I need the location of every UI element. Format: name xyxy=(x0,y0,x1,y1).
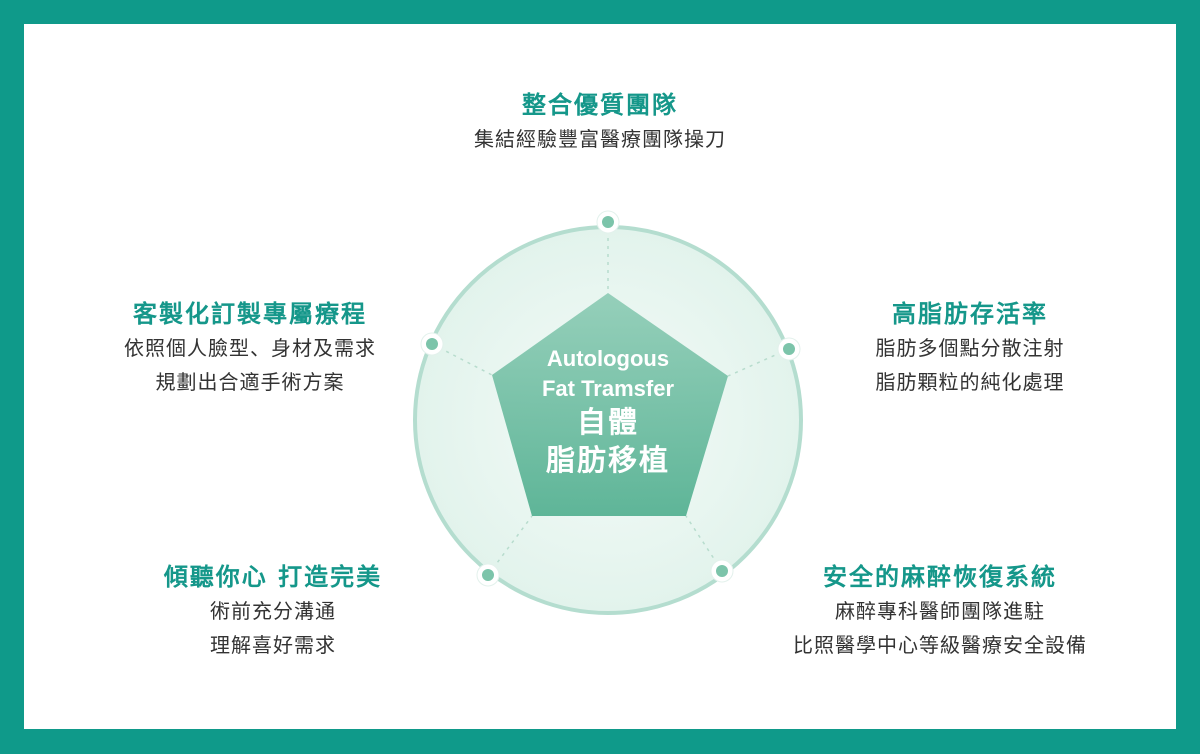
center-english-line-1: Autologous xyxy=(546,346,670,371)
center-english-line-2: Fat Tramsfer xyxy=(541,376,675,401)
feature-text: 集結經驗豐富醫療團隊操刀 xyxy=(474,127,726,151)
node-dots xyxy=(420,210,801,587)
feature-text: 比照醫學中心等級醫療安全設備 xyxy=(793,633,1087,657)
feature-bottom-right: 安全的麻醉恢復系統 麻醉專科醫師團隊進駐 比照醫學中心等級醫療安全設備 xyxy=(750,560,1130,662)
center-chinese-line-2: 脂肪移植 xyxy=(545,445,670,477)
center-chinese-line-1: 自體 xyxy=(576,407,639,439)
feature-bottom-left: 傾聽你心 打造完美 術前充分溝通 理解喜好需求 xyxy=(100,560,446,662)
feature-text: 麻醉專科醫師團隊進駐 xyxy=(835,599,1045,623)
feature-text: 理解喜好需求 xyxy=(210,633,336,657)
feature-title: 傾聽你心 打造完美 xyxy=(163,563,383,591)
feature-text: 依照個人臉型、身材及需求 xyxy=(124,336,376,360)
feature-right: 高脂肪存活率 脂肪多個點分散注射 脂肪顆粒的純化處理 xyxy=(800,297,1140,399)
feature-text: 術前充分溝通 xyxy=(210,599,336,623)
feature-left: 客製化訂製專屬療程 依照個人臉型、身材及需求 規劃出合適手術方案 xyxy=(70,297,430,399)
feature-text: 脂肪多個點分散注射 xyxy=(875,336,1065,360)
feature-top: 整合優質團隊 集結經驗豐富醫療團隊操刀 xyxy=(400,88,800,156)
feature-text: 規劃出合適手術方案 xyxy=(155,370,345,394)
feature-title: 客製化訂製專屬療程 xyxy=(133,300,367,328)
feature-title: 整合優質團隊 xyxy=(522,91,678,119)
feature-text: 脂肪顆粒的純化處理 xyxy=(875,370,1065,394)
feature-title: 安全的麻醉恢復系統 xyxy=(823,563,1057,591)
center-label: Autologous Fat Tramsfer 自體 脂肪移植 xyxy=(508,344,708,480)
center-pentagon xyxy=(492,293,728,516)
feature-title: 高脂肪存活率 xyxy=(892,300,1048,328)
